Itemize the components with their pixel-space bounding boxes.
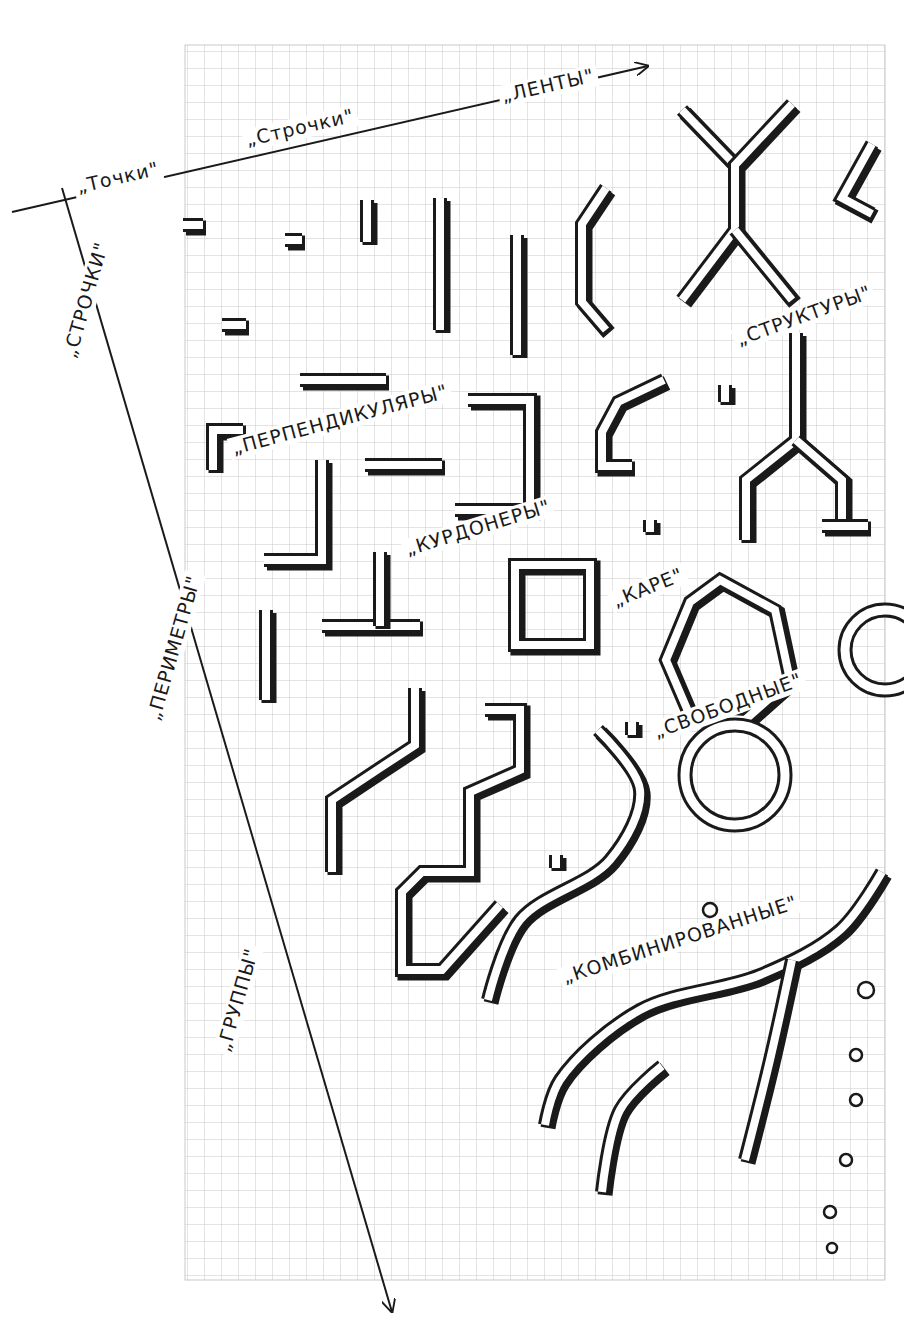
building-body: [628, 722, 636, 735]
building-body: [222, 321, 246, 329]
ring-building: [685, 725, 785, 825]
building-outline: [746, 333, 796, 540]
point-building: [827, 1243, 837, 1253]
ring-body: [685, 725, 785, 825]
building-body: [264, 460, 322, 560]
building-body: [682, 104, 792, 300]
building-outline: [455, 400, 530, 510]
building-body: [602, 1066, 662, 1192]
building-outline: [643, 520, 657, 532]
point-building: [850, 1094, 862, 1106]
building-outline: [625, 722, 639, 735]
building-body: [436, 198, 444, 330]
building-outline: [602, 380, 664, 466]
building-outline: [735, 230, 792, 300]
building-body: [682, 110, 735, 165]
building-body: [322, 622, 420, 630]
building-outline: [582, 188, 606, 330]
type-label: „Точки": [72, 157, 164, 199]
point-building: [850, 1049, 862, 1061]
building-body: [376, 552, 384, 626]
building-body: [513, 235, 521, 355]
grid-paper: [185, 45, 885, 1280]
building-outline: [842, 144, 872, 214]
building-body: [285, 236, 302, 244]
building-body: [363, 200, 371, 242]
building-body: [552, 855, 560, 868]
building-outline: [822, 519, 868, 533]
building-outline: [373, 552, 387, 626]
building-outline: [718, 385, 732, 402]
block-shadow: [518, 568, 593, 648]
building-body: [183, 221, 203, 229]
ring-body: [845, 610, 904, 690]
building-outline: [259, 610, 273, 700]
building-outline: [796, 440, 842, 525]
building-outline: [402, 710, 520, 970]
building-body: [842, 144, 872, 214]
block-shadow: [548, 875, 885, 1128]
building-outline: [602, 1066, 662, 1192]
building-body: [646, 520, 654, 532]
building-body: [746, 333, 796, 540]
building-outline: [515, 565, 590, 645]
building-outline: [365, 458, 442, 472]
building-body: [455, 400, 530, 510]
building-body: [602, 380, 664, 466]
building-outline: [360, 200, 374, 242]
point-building: [858, 982, 874, 998]
building-outline: [332, 688, 415, 872]
type-label: „СТРОЧКИ": [58, 237, 114, 364]
building-outline: [433, 198, 447, 330]
point-building: [840, 1154, 852, 1166]
building-body: [796, 440, 842, 525]
building-body: [545, 872, 882, 1125]
building-outline: [285, 233, 302, 247]
building-body: [721, 385, 729, 402]
building-body: [822, 522, 868, 530]
building-outline: [264, 460, 322, 560]
building-body: [262, 610, 270, 700]
building-blocks: [183, 104, 904, 1253]
building-body: [365, 461, 442, 469]
point-building: [703, 903, 717, 917]
building-body: [515, 565, 590, 645]
building-outline: [682, 110, 735, 165]
block-shadow: [458, 403, 533, 513]
point-building: [824, 1206, 836, 1218]
building-outline: [300, 373, 386, 387]
building-outline: [183, 218, 203, 232]
ring-building: [845, 610, 904, 690]
building-outline: [222, 318, 246, 332]
building-body: [735, 230, 792, 300]
building-outline: [545, 872, 882, 1125]
building-outline: [745, 960, 792, 1160]
axis-line: [62, 188, 392, 1312]
building-outline: [510, 235, 524, 355]
building-body: [745, 960, 792, 1160]
building-outline: [682, 104, 792, 300]
building-outline: [549, 855, 563, 868]
building-outline: [322, 619, 420, 633]
building-body: [300, 376, 386, 384]
building-body: [402, 710, 520, 970]
building-body: [332, 688, 415, 872]
building-body: [582, 188, 606, 330]
